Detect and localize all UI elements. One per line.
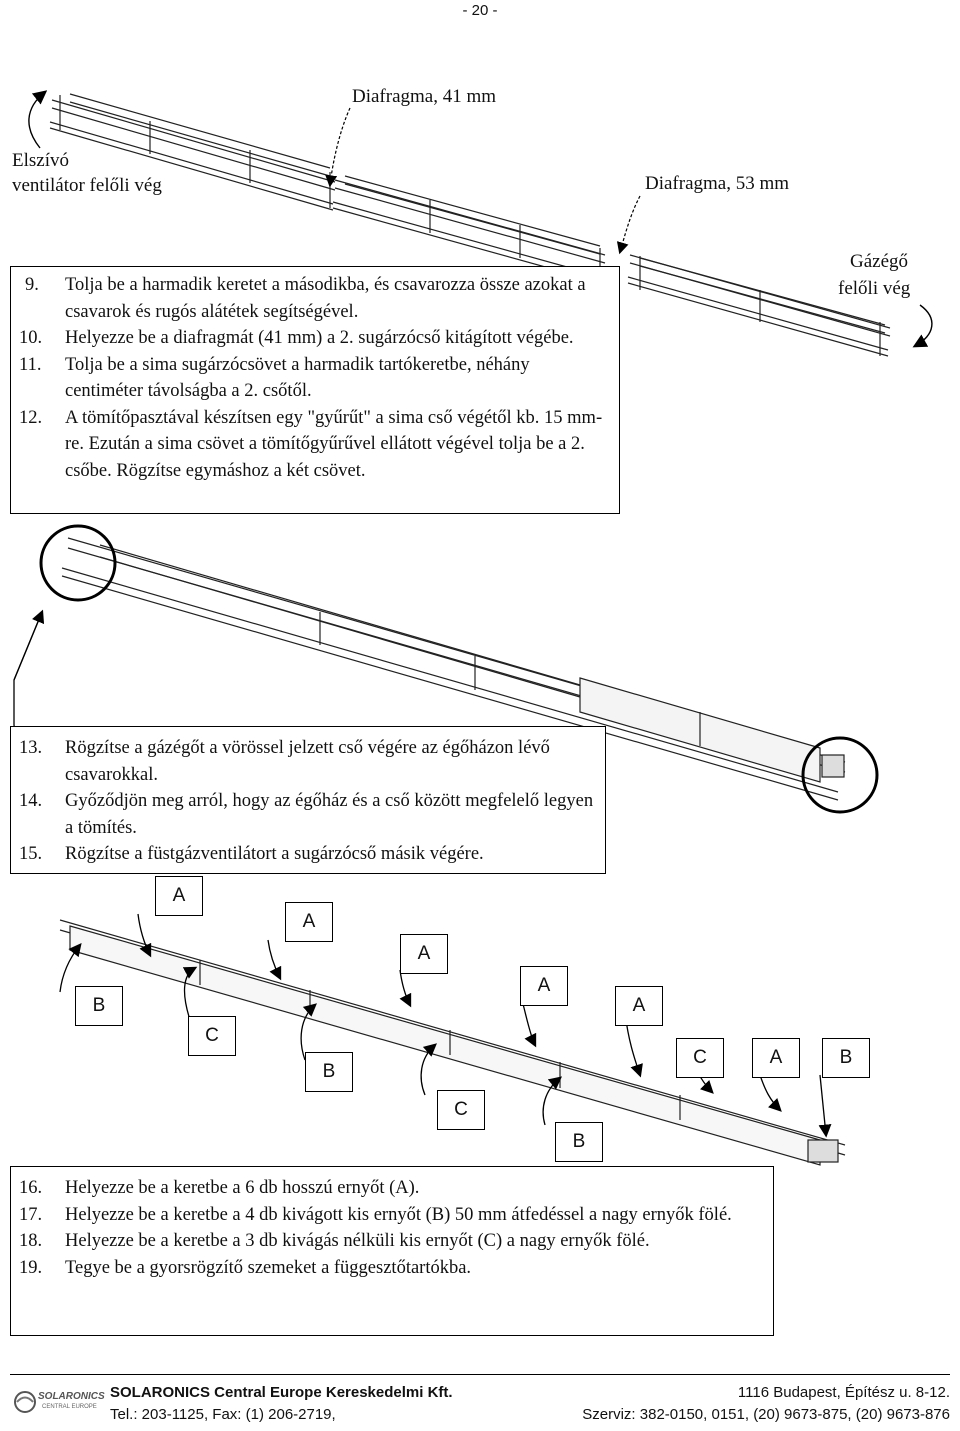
step-text: Helyezze be a keretbe a 6 db hosszú erny… xyxy=(65,1178,420,1198)
step-15: 15. Rögzítse a füstgázventilátort a sugá… xyxy=(19,841,597,868)
step-number: 17. xyxy=(19,1204,43,1225)
step-14: 14. Győződjön meg arról, hogy az égőház … xyxy=(19,788,597,841)
solaronics-logo: SOLARONICS CENTRAL EUROPE xyxy=(12,1385,105,1419)
callout-b-1: B xyxy=(75,986,123,1026)
step-number: 19. xyxy=(19,1257,43,1278)
callout-a-4: A xyxy=(520,966,568,1006)
label-exhaust-end-1: Elszívó xyxy=(12,150,69,171)
callout-a-1: A xyxy=(155,876,203,916)
step-13: 13. Rögzítse a gázégőt a vörössel jelzet… xyxy=(19,735,597,788)
step-18: 18. Helyezze be a keretbe a 3 db kivágás… xyxy=(19,1228,765,1255)
step-number: 12. xyxy=(19,407,43,428)
step-text: Rögzítse a füstgázventilátort a sugárzóc… xyxy=(65,844,484,864)
page-number: - 20 - xyxy=(462,2,498,19)
frame-drawing-2 xyxy=(332,175,606,284)
frame-drawing-3 xyxy=(627,254,891,357)
callout-b-3: B xyxy=(555,1122,603,1162)
step-text: Tolja be a harmadik keretet a másodikba,… xyxy=(65,275,586,322)
label-exhaust-end-2: ventilátor felőli vég xyxy=(12,175,162,196)
footer-company: SOLARONICS Central Europe Kereskedelmi K… xyxy=(110,1384,453,1401)
step-number: 18. xyxy=(19,1231,43,1251)
footer-address: 1116 Budapest, Építész u. 8-12. xyxy=(737,1384,950,1401)
step-text: Tolja be a sima sugárzócsövet a harmadik… xyxy=(65,354,530,402)
callout-a-2: A xyxy=(285,902,333,942)
label-diaphragm-53: Diafragma, 53 mm xyxy=(645,173,790,194)
instruction-box-3: 16. Helyezze be a keretbe a 6 db hosszú … xyxy=(10,1166,774,1336)
callout-c-3: C xyxy=(676,1038,724,1078)
logo-mark-icon xyxy=(14,1391,36,1413)
instruction-box-1: 9. Tolja be a harmadik keretet a második… xyxy=(10,266,620,514)
footer-service: Szerviz: 382-0150, 0151, (20) 9673-875, … xyxy=(582,1406,950,1423)
logo-text: SOLARONICS xyxy=(38,1391,105,1402)
footer-phone-fax: Tel.: 203-1125, Fax: (1) 206-2719, xyxy=(110,1406,336,1423)
step-number: 13. xyxy=(19,738,43,758)
step-9: 9. Tolja be a harmadik keretet a második… xyxy=(19,272,611,325)
highlight-circle-exhaust xyxy=(39,524,117,602)
step-text: A tömítőpasztával készítsen egy "gyűrűt"… xyxy=(65,407,603,481)
callout-a-3: A xyxy=(400,934,448,974)
step-11: 11. Tolja be a sima sugárzócsövet a harm… xyxy=(19,352,611,405)
tube-drawing-4 xyxy=(61,537,846,801)
step-number: 10. xyxy=(19,328,43,348)
step-text: Győződjön meg arról, hogy az égőház és a… xyxy=(65,791,594,838)
instruction-box-2: 13. Rögzítse a gázégőt a vörössel jelzet… xyxy=(10,726,606,874)
step-number: 11. xyxy=(19,354,42,375)
step-17: 17. Helyezze be a keretbe a 4 db kivágot… xyxy=(19,1202,765,1229)
step-19: 19. Tegye be a gyorsrögzítő szemeket a f… xyxy=(19,1255,765,1282)
step-number: 14. xyxy=(19,791,43,811)
step-text: Helyezze be a keretbe a 4 db kivágott ki… xyxy=(65,1204,732,1225)
callout-c-1: C xyxy=(188,1016,236,1056)
callout-b-4: B xyxy=(822,1038,870,1078)
reflector-drawing xyxy=(59,919,846,1166)
footer-divider xyxy=(10,1374,950,1375)
step-number: 15. xyxy=(19,844,43,864)
frame-drawing-1 xyxy=(49,93,336,211)
label-burner-end-2: felőli vég xyxy=(838,278,911,299)
step-10: 10. Helyezze be a diafragmát (41 mm) a 2… xyxy=(19,325,611,352)
label-diaphragm-41: Diafragma, 41 mm xyxy=(352,86,497,107)
step-text: Tegye be a gyorsrögzítő szemeket a függe… xyxy=(65,1257,472,1278)
highlight-circle-burner xyxy=(801,736,879,814)
callout-b-2: B xyxy=(305,1052,353,1092)
callout-a-6: A xyxy=(752,1038,800,1078)
step-text: Helyezze be a keretbe a 3 db kivágás nél… xyxy=(65,1231,650,1251)
logo-subtext: CENTRAL EUROPE xyxy=(42,1404,97,1410)
step-number: 16. xyxy=(19,1178,43,1198)
callout-c-2: C xyxy=(437,1090,485,1130)
step-text: Helyezze be a diafragmát (41 mm) a 2. su… xyxy=(65,328,574,348)
step-number: 9. xyxy=(25,275,39,295)
step-16: 16. Helyezze be a keretbe a 6 db hosszú … xyxy=(19,1175,765,1202)
label-burner-end-1: Gázégő xyxy=(850,251,909,272)
step-12: 12. A tömítőpasztával készítsen egy "gyű… xyxy=(19,405,611,485)
callout-a-5: A xyxy=(615,986,663,1026)
step-text: Rögzítse a gázégőt a vörössel jelzett cs… xyxy=(65,738,550,785)
